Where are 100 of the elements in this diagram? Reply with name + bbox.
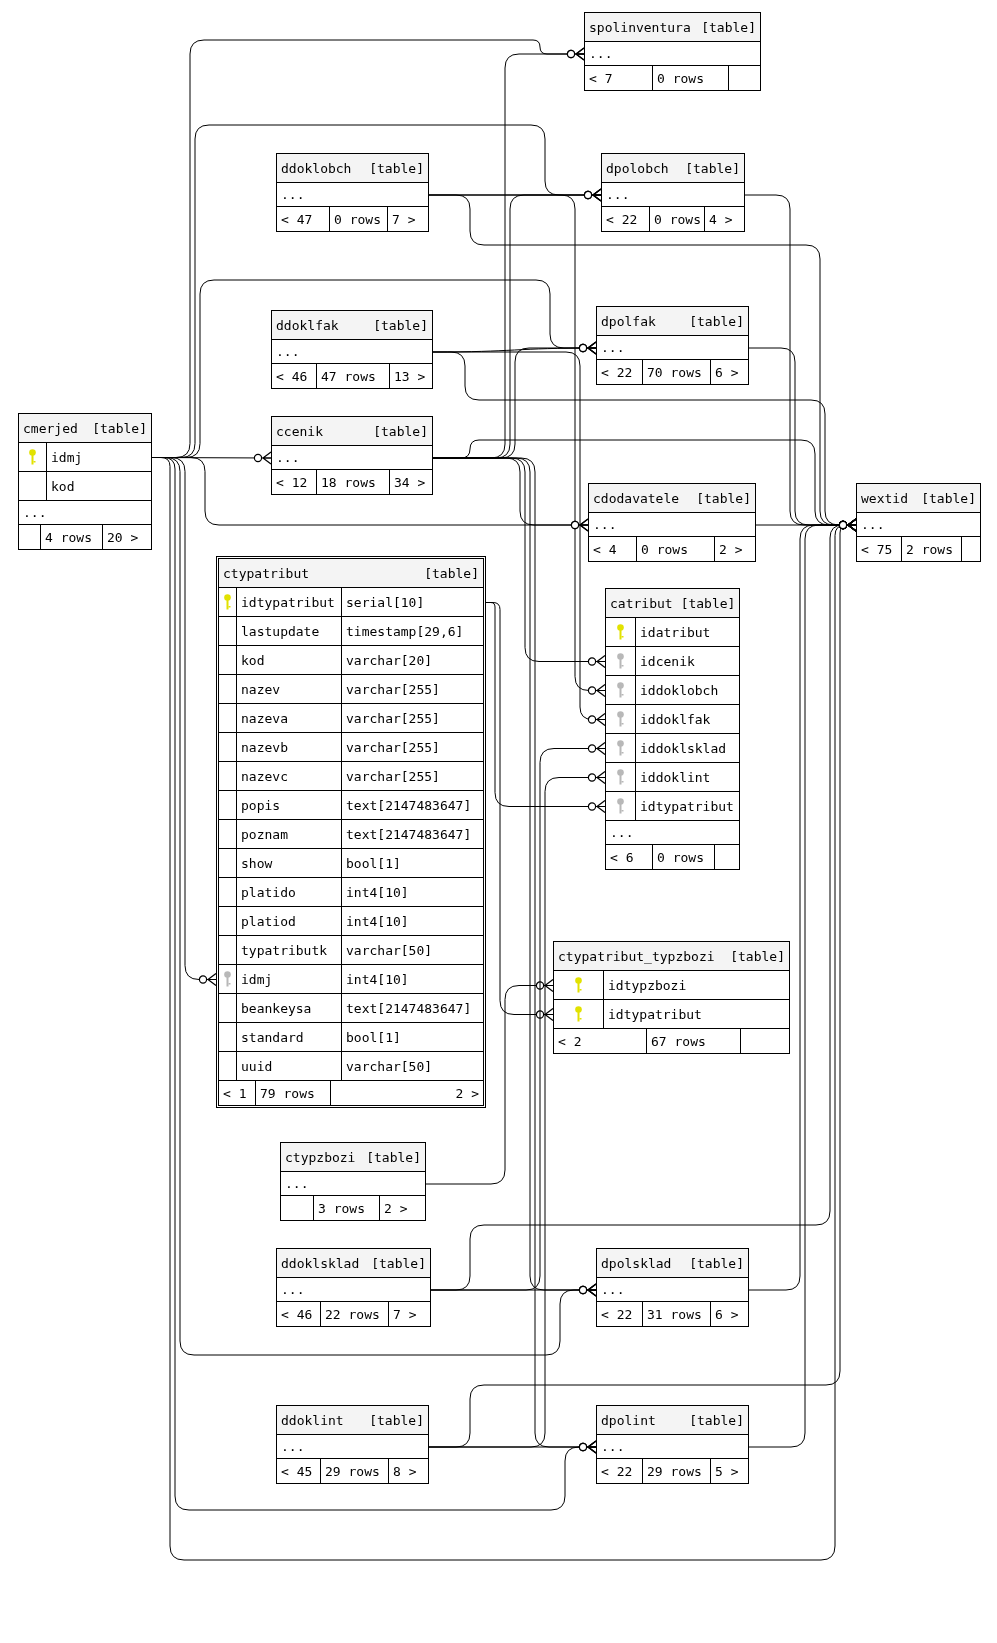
table-box [276,153,429,232]
column-type: text[2147483647] [346,1000,472,1016]
more-columns-ellipsis: ... [23,505,47,520]
table-footer-cell: < 2 [558,1033,582,1049]
column-type: varchar[255] [346,739,440,755]
column-type: varchar[255] [346,681,440,697]
table-type-label: [table] [730,948,785,964]
column-name: idatribut [640,624,711,640]
column-type: bool[1] [346,1029,401,1045]
column-type: text[2147483647] [346,797,472,813]
column-name: typatributk [241,942,328,958]
column-name: idcenik [640,653,695,669]
table-name: wextid [861,490,908,506]
table-footer-cell: 2 > [384,1200,408,1216]
more-columns-ellipsis: ... [593,517,617,532]
more-columns-ellipsis: ... [589,46,613,61]
table-footer-cell: < 22 [601,1306,633,1322]
relationship-line [748,518,857,1448]
column-name: nazeva [241,710,288,726]
table-box [553,941,790,1054]
more-columns-ellipsis: ... [276,344,300,359]
column-name: platiod [241,913,296,929]
table-box [601,153,745,232]
table-footer-cell: 47 rows [321,368,376,384]
table-box [596,1405,749,1484]
table-box [276,1405,429,1484]
more-columns-ellipsis: ... [606,187,630,202]
table-name: cmerjed [23,420,78,436]
table-footer-cell: < 22 [601,1463,633,1479]
more-columns-ellipsis: ... [285,1176,309,1191]
column-name: beankeysa [241,1000,312,1016]
table-type-label: [table] [680,595,736,611]
table-box [584,12,761,91]
table-box [271,310,433,389]
table-type-label: [table] [373,317,428,333]
table-footer-cell: 0 rows [641,541,688,557]
more-columns-ellipsis: ... [276,450,300,465]
table-footer-cell: < 47 [281,211,313,227]
column-name: kod [241,652,265,668]
column-name: idmj [241,971,273,987]
table-footer-cell: < 75 [861,541,893,557]
column-name: kod [51,478,75,494]
table-name: ccenik [276,423,323,439]
table-footer-cell: 34 > [394,474,426,490]
column-type: varchar[255] [346,710,440,726]
column-name: iddoklfak [640,711,711,727]
table-type-label: [table] [689,1255,744,1271]
column-type: varchar[50] [346,1058,433,1074]
table-footer-cell: 3 rows [318,1200,365,1216]
column-type: varchar[50] [346,942,433,958]
more-columns-ellipsis: ... [601,340,625,355]
table-footer-cell: < 22 [606,211,638,227]
table-footer-cell: 0 rows [657,849,704,865]
column-name: idtypatribut [241,594,335,610]
table-box [605,588,740,870]
table-footer-cell: 29 rows [647,1463,702,1479]
column-name: poznam [241,826,288,842]
table-footer-cell: < 12 [276,474,308,490]
relationship-line [425,978,554,1185]
table-footer-cell: 0 rows [334,211,381,227]
column-type: int4[10] [346,971,409,987]
table-footer-cell: 70 rows [647,364,702,380]
column-type: text[2147483647] [346,826,472,842]
table-name: ddoklobch [281,160,352,176]
table-box [216,556,486,1108]
more-columns-ellipsis: ... [281,187,305,202]
table-name: ctypzbozi [285,1149,356,1165]
table-footer-cell: < 45 [281,1463,313,1479]
table-footer-cell: 20 > [107,529,139,545]
table-box [276,1248,431,1327]
column-name: platido [241,884,296,900]
table-name: cdodavatele [593,490,680,506]
table-box [18,413,152,550]
table-type-label: [table] [92,420,147,436]
table-footer-cell: 7 > [393,1306,417,1322]
table-box [596,306,749,385]
table-box [596,1248,749,1327]
table-name: dpolsklad [601,1255,672,1271]
column-name: uuid [241,1058,273,1074]
table-type-label: [table] [369,160,424,176]
table-name: dpolint [601,1412,656,1428]
table-name: ctypatribut [223,565,310,581]
table-footer-cell: < 1 [223,1085,247,1101]
table-box [856,483,981,562]
table-box [280,1142,426,1221]
table-footer-cell: 2 > [719,541,743,557]
column-name: popis [241,797,281,813]
column-name: nazevb [241,739,288,755]
table-footer-cell: 18 rows [321,474,376,490]
table-type-label: [table] [424,565,479,581]
table-name: dpolfak [601,313,656,329]
column-name: standard [241,1029,304,1045]
column-name: iddoklint [640,769,711,785]
table-footer-cell: 79 rows [260,1085,315,1101]
column-name: nazevc [241,768,288,784]
table-type-label: [table] [371,1255,426,1271]
table-name: ddoklsklad [281,1255,360,1271]
column-type: serial[10] [346,594,425,610]
column-name: show [241,855,273,871]
table-type-label: [table] [696,490,751,506]
